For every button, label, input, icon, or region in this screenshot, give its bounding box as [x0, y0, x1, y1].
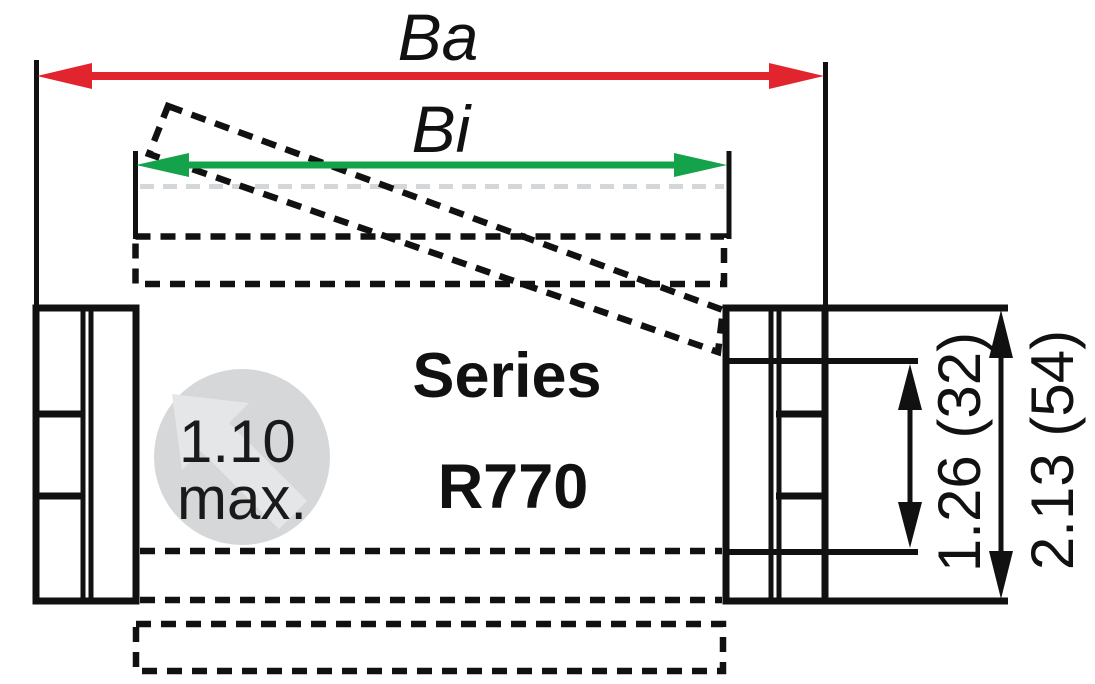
series-title: Series R770	[412, 341, 601, 522]
series-title-line2: R770	[438, 452, 589, 522]
bi-arrowhead-left	[136, 153, 189, 177]
hidden-cage-positions	[132, 101, 728, 675]
cage-position-upper	[132, 233, 728, 288]
inner-height-arrow-down	[898, 502, 922, 548]
cage-position-lower	[132, 620, 727, 675]
note-watermark-arrow-shaft	[200, 422, 308, 530]
ba-arrowhead-right	[769, 63, 824, 89]
tilted-cage-strip	[144, 101, 727, 357]
bi-label: Bi	[412, 92, 473, 166]
note-suffix: max.	[177, 465, 307, 532]
bi-arrowhead-right	[674, 153, 727, 177]
outer-height-arrow-down	[989, 551, 1013, 599]
ba-label: Ba	[398, 0, 479, 74]
note-bubble: 1.10 max.	[154, 369, 330, 545]
ba-dimension: Ba	[34, 0, 828, 306]
outer-height-arrow-up	[989, 310, 1013, 358]
outer-height-dimension: 2.13 (54)	[989, 310, 1086, 599]
bi-dimension: Bi	[133, 92, 732, 239]
inner-height-label: 1.26 (32)	[926, 332, 993, 572]
inner-height-arrow-up	[898, 364, 922, 410]
right-block	[722, 304, 1008, 605]
note-watermark-arrow-head	[172, 394, 249, 470]
series-title-line1: Series	[412, 341, 601, 411]
note-value: 1.10	[179, 408, 296, 475]
outer-height-label: 2.13 (54)	[1019, 330, 1086, 570]
inner-height-dimension: 1.26 (32)	[898, 332, 993, 572]
left-block	[32, 304, 140, 605]
ba-arrowhead-left	[37, 63, 92, 89]
